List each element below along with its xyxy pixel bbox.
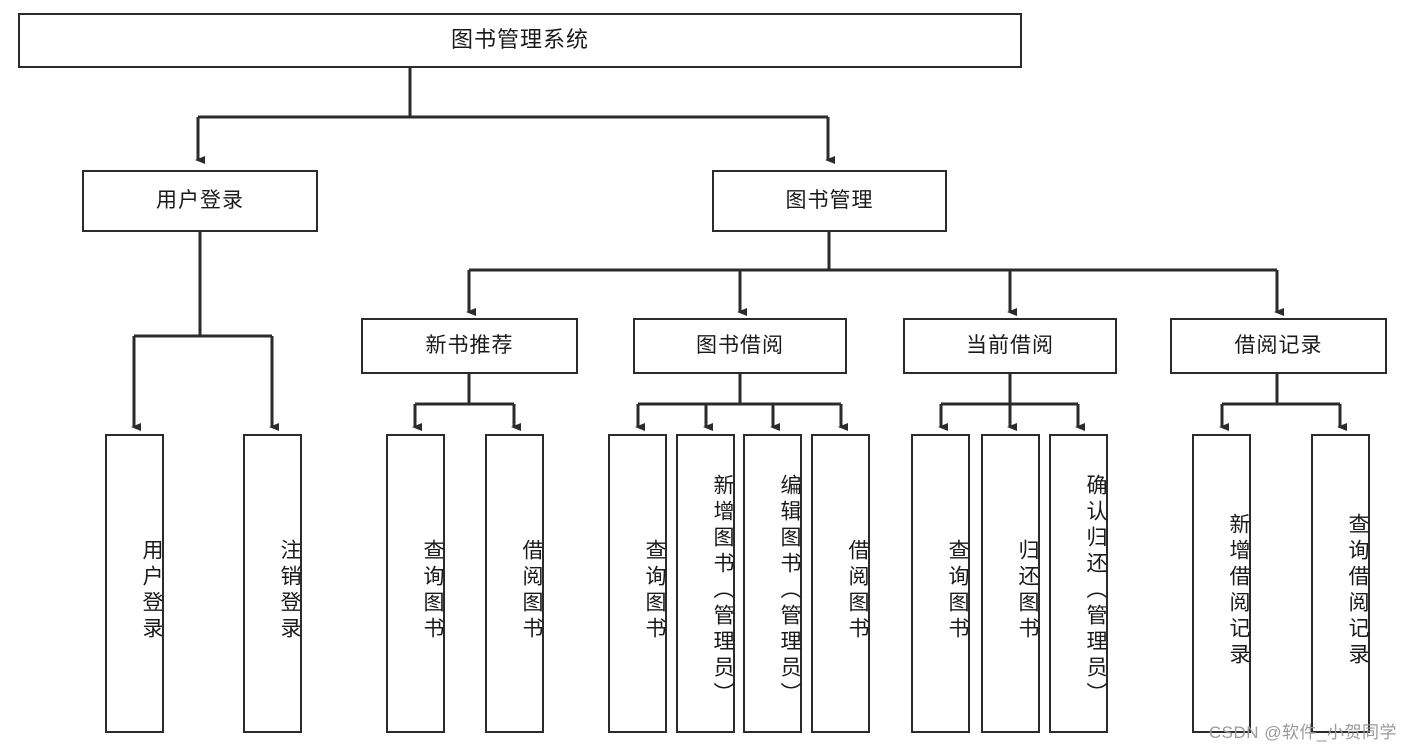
node-book-management-label: 图书管理 (785, 189, 874, 213)
node-new-book-recommend-label: 新书推荐 (425, 334, 514, 358)
node-leaf-query-borrow-record-label: 查询借阅记录 (1346, 512, 1369, 669)
node-leaf-query-book-1[interactable]: 查询图书 (386, 434, 445, 733)
node-user-login[interactable]: 用户登录 (82, 170, 318, 232)
node-leaf-confirm-return-admin[interactable]: 确认归还（管理员） (1049, 434, 1108, 733)
node-leaf-edit-book-admin[interactable]: 编辑图书（管理员） (743, 434, 802, 733)
node-leaf-edit-book-admin-label: 编辑图书（管理员） (778, 473, 801, 708)
node-leaf-add-borrow-record-label: 新增借阅记录 (1227, 512, 1250, 669)
node-leaf-add-book-admin[interactable]: 新增图书（管理员） (676, 434, 735, 733)
node-book-borrow-label: 图书借阅 (696, 334, 784, 358)
node-borrow-record-label: 借阅记录 (1234, 334, 1323, 358)
node-leaf-add-book-admin-label: 新增图书（管理员） (711, 473, 734, 708)
node-current-borrow-label: 当前借阅 (966, 334, 1054, 358)
node-leaf-query-book-3[interactable]: 查询图书 (911, 434, 970, 733)
node-leaf-confirm-return-admin-label: 确认归还（管理员） (1084, 473, 1107, 708)
node-leaf-user-login-label: 用户登录 (140, 538, 163, 643)
node-leaf-query-book-1-label: 查询图书 (421, 538, 444, 643)
node-leaf-add-borrow-record[interactable]: 新增借阅记录 (1192, 434, 1251, 733)
node-leaf-borrow-book-1[interactable]: 借阅图书 (485, 434, 544, 733)
node-leaf-query-book-2[interactable]: 查询图书 (608, 434, 667, 733)
node-leaf-logout-login[interactable]: 注销登录 (243, 434, 302, 733)
node-leaf-logout-login-label: 注销登录 (278, 538, 301, 643)
node-leaf-query-book-2-label: 查询图书 (643, 538, 666, 643)
node-leaf-query-book-3-label: 查询图书 (946, 538, 969, 643)
node-root-label: 图书管理系统 (450, 27, 589, 53)
node-new-book-recommend[interactable]: 新书推荐 (361, 318, 578, 374)
csdn-watermark: CSDN @软件_小贺同学 (1208, 723, 1397, 742)
node-user-login-label: 用户登录 (156, 189, 244, 213)
node-leaf-borrow-book-2[interactable]: 借阅图书 (811, 434, 870, 733)
node-leaf-borrow-book-1-label: 借阅图书 (520, 538, 543, 643)
node-leaf-borrow-book-2-label: 借阅图书 (846, 538, 869, 643)
node-book-management[interactable]: 图书管理 (712, 170, 947, 232)
node-leaf-user-login[interactable]: 用户登录 (105, 434, 164, 733)
node-borrow-record[interactable]: 借阅记录 (1170, 318, 1387, 374)
node-leaf-return-book[interactable]: 归还图书 (981, 434, 1040, 733)
node-current-borrow[interactable]: 当前借阅 (903, 318, 1117, 374)
node-book-borrow[interactable]: 图书借阅 (633, 318, 847, 374)
node-root[interactable]: 图书管理系统 (18, 13, 1022, 68)
node-leaf-return-book-label: 归还图书 (1016, 538, 1039, 643)
node-leaf-query-borrow-record[interactable]: 查询借阅记录 (1311, 434, 1370, 733)
